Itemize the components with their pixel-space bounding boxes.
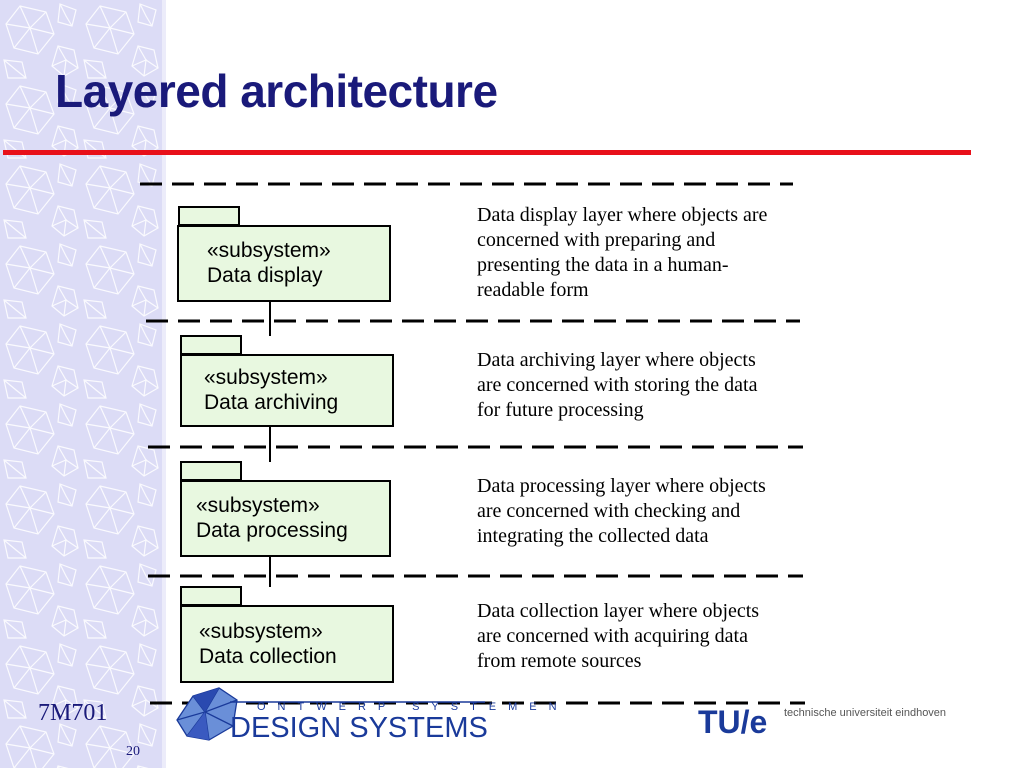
subsystem-name: Data collection: [199, 645, 337, 668]
description-line: presenting the data in a human-: [477, 254, 729, 276]
tue-logo-mark: TU/e: [698, 704, 768, 740]
layer-description-display: Data display layer where objects are con…: [477, 203, 877, 303]
layer-description-archiving: Data archiving layer where objects are c…: [477, 348, 877, 423]
subsystem-stereotype: «subsystem»: [207, 239, 331, 262]
description-line: integrating the collected data: [477, 525, 709, 547]
description-line: from remote sources: [477, 650, 642, 672]
subsystem-data-collection: «subsystem» Data collection: [180, 605, 394, 683]
package-tab: [180, 461, 242, 481]
description-line: are concerned with storing the data: [477, 374, 758, 396]
design-systems-name: DESIGN SYSTEMS: [230, 712, 488, 744]
design-systems-logo-icon: [176, 687, 485, 741]
slide-title: Layered architecture: [55, 65, 498, 117]
subsystem-data-processing: «subsystem» Data processing: [180, 480, 391, 557]
title-underline: [3, 150, 971, 155]
layer-description-collection: Data collection layer where objects are …: [477, 599, 877, 674]
subsystem-name: Data processing: [196, 519, 348, 542]
description-line: Data archiving layer where objects: [477, 349, 756, 371]
design-systems-tagline: ONTWERP SYSTEMEN: [257, 701, 569, 713]
description-line: are concerned with checking and: [477, 500, 741, 522]
subsystem-name: Data archiving: [204, 391, 339, 414]
description-line: are concerned with acquiring data: [477, 625, 748, 647]
tue-logo-text: technische universiteit eindhoven: [784, 707, 947, 719]
package-tab: [178, 206, 240, 226]
description-line: for future processing: [477, 399, 644, 421]
description-line: Data display layer where objects are: [477, 204, 768, 226]
decorative-side-band: [0, 0, 162, 768]
package-tab: [180, 335, 242, 355]
subsystem-stereotype: «subsystem»: [199, 620, 323, 643]
description-line: concerned with preparing and: [477, 229, 716, 251]
course-code: 7M701: [38, 700, 108, 726]
description-line: readable form: [477, 279, 589, 301]
side-band-edge: [162, 0, 166, 768]
subsystem-data-display: «subsystem» Data display: [177, 225, 391, 302]
description-line: Data collection layer where objects: [477, 600, 760, 622]
subsystem-name: Data display: [207, 264, 323, 287]
description-line: Data processing layer where objects: [477, 475, 766, 497]
page-number: 20: [126, 744, 140, 759]
subsystem-data-archiving: «subsystem» Data archiving: [180, 354, 394, 427]
wireframe-pattern: [0, 0, 162, 768]
package-tab: [180, 586, 242, 606]
layer-description-processing: Data processing layer where objects are …: [477, 474, 877, 549]
subsystem-stereotype: «subsystem»: [196, 494, 320, 517]
subsystem-stereotype: «subsystem»: [204, 366, 328, 389]
